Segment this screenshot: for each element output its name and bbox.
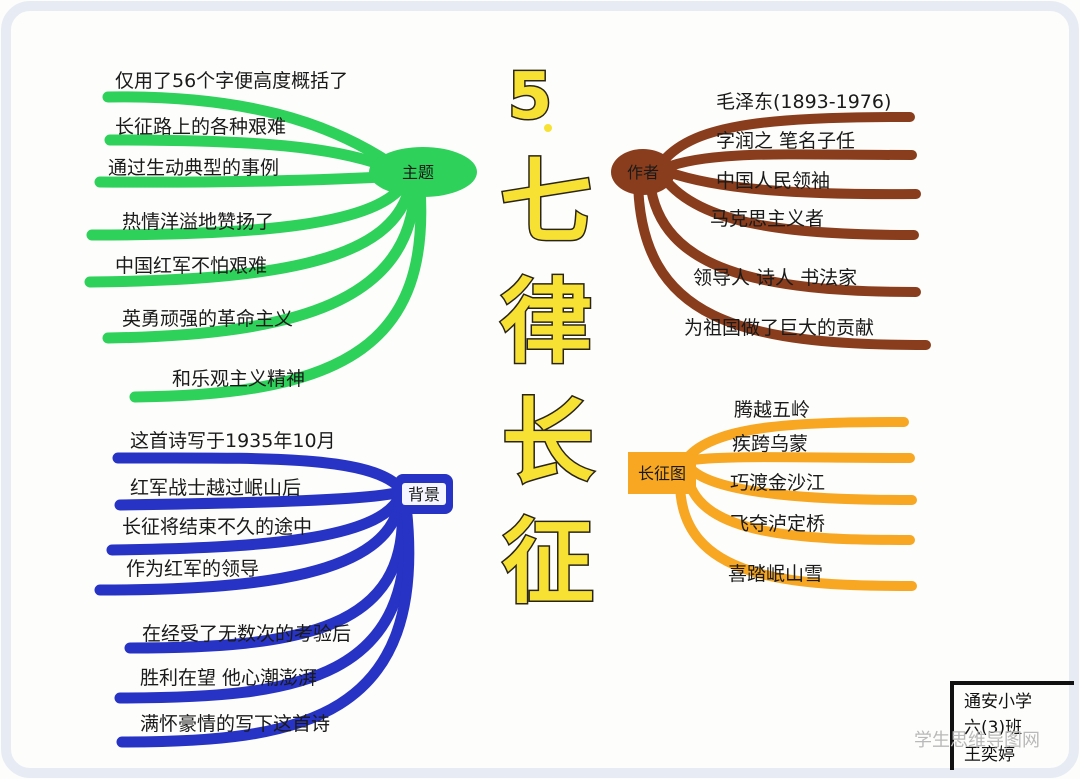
route-item-5: 喜踏岷山雪 (728, 563, 823, 585)
route-line-4 (683, 473, 915, 545)
author-item-2: 字润之 笔名子任 (716, 130, 855, 152)
author-item-1: 毛泽东(1893-1976) (716, 91, 891, 113)
theme-node-label: 主题 (402, 163, 434, 182)
branch-author: 作者 毛泽东(1893-1976) 字润之 笔名子任 中国人民领袖 马克思主义者… (611, 91, 931, 350)
theme-lines (84, 91, 427, 403)
theme-line-4 (86, 176, 411, 241)
route-node (628, 452, 696, 494)
route-node-label: 长征图 (638, 464, 686, 483)
title-char-3: 长 (502, 389, 594, 496)
route-items: 腾越五岭 疾跨乌蒙 巧渡金沙江 飞夺泸定桥 喜踏岷山雪 (728, 399, 825, 585)
author-line-6 (633, 175, 931, 350)
theme-line-6 (102, 182, 421, 344)
background-item-4: 作为红军的领导 (126, 558, 259, 580)
branch-theme: 主题 仅用了56个字便高度概括了 长征路上的各种艰难 通过生动典型的事例 热情洋… (84, 70, 477, 403)
title-char-2: 律 (500, 269, 592, 376)
background-line-2 (114, 486, 406, 511)
signature-box: 通安小学 六(3)班 王奕婷 (950, 681, 1074, 770)
route-line-1 (685, 417, 909, 460)
background-line-5 (124, 499, 408, 654)
background-lines (94, 452, 415, 748)
theme-node (369, 147, 477, 197)
background-item-5: 在经受了无数次的考验后 (142, 623, 351, 645)
author-item-3: 中国人民领袖 (716, 170, 830, 192)
route-line-3 (687, 465, 917, 505)
background-item-1: 这首诗写于1935年10月 (130, 430, 336, 452)
theme-item-4: 热情洋溢地赞扬了 (122, 211, 274, 233)
author-item-6: 为祖国做了巨大的贡献 (684, 317, 874, 339)
branch-route: 长征图 腾越五岭 疾跨乌蒙 巧渡金沙江 飞夺泸定桥 喜踏岷山雪 (628, 399, 917, 591)
author-items: 毛泽东(1893-1976) 字润之 笔名子任 中国人民领袖 马克思主义者 领导… (684, 91, 891, 339)
author-line-1 (655, 112, 915, 170)
title-dot (544, 124, 552, 132)
theme-item-2: 长征路上的各种艰难 (115, 116, 286, 138)
background-item-7: 满怀豪情的写下这首诗 (140, 713, 330, 735)
route-item-4: 飞夺泸定桥 (730, 513, 825, 535)
theme-items: 仅用了56个字便高度概括了 长征路上的各种艰难 通过生动典型的事例 热情洋溢地赞… (108, 70, 348, 390)
signature-frame (950, 681, 1074, 770)
author-item-4: 马克思主义者 (710, 208, 824, 230)
central-title: 5 七 律 长 征 (498, 59, 595, 618)
author-line-2 (660, 149, 917, 173)
author-line-3 (663, 167, 921, 200)
background-line-4 (94, 494, 406, 596)
route-line-5 (675, 477, 917, 591)
theme-line-7 (129, 182, 427, 403)
theme-line-1 (102, 91, 406, 176)
theme-item-7: 和乐观主义精神 (172, 368, 305, 390)
background-item-3: 长征将结束不久的途中 (122, 516, 312, 538)
background-node-inner (402, 483, 446, 505)
background-items: 这首诗写于1935年10月 红军战士越过岷山后 长征将结束不久的途中 作为红军的… (122, 430, 351, 735)
class-name: 六(3)班 (964, 718, 1022, 738)
author-item-5: 领导人 诗人 书法家 (693, 267, 857, 289)
author-line-4 (659, 173, 919, 240)
student-name: 王奕婷 (964, 745, 1015, 765)
title-char-4: 征 (502, 509, 594, 616)
title-number: 5 (508, 60, 553, 134)
theme-item-6: 英勇顽强的革命主义 (122, 308, 293, 330)
route-item-2: 疾跨乌蒙 (732, 433, 808, 455)
background-line-3 (106, 490, 406, 556)
school-name: 通安小学 (964, 692, 1032, 712)
theme-item-3: 通过生动典型的事例 (108, 157, 279, 179)
theme-item-1: 仅用了56个字便高度概括了 (115, 70, 348, 92)
background-node-label: 背景 (408, 485, 440, 504)
branch-background: 背景 这首诗写于1935年10月 红军战士越过岷山后 长征将结束不久的途中 作为… (94, 430, 453, 748)
author-line-5 (645, 177, 921, 297)
theme-line-5 (84, 179, 416, 288)
route-lines (675, 417, 917, 591)
background-line-7 (116, 499, 415, 748)
route-item-1: 腾越五岭 (734, 399, 810, 421)
theme-item-5: 中国红军不怕艰难 (115, 255, 267, 277)
author-node (611, 149, 675, 195)
author-node-label: 作者 (627, 163, 659, 182)
author-lines (633, 112, 931, 350)
background-item-2: 红军战士越过岷山后 (130, 477, 301, 499)
background-line-1 (112, 452, 406, 494)
route-item-3: 巧渡金沙江 (730, 472, 825, 494)
background-item-6: 胜利在望 他心潮澎湃 (140, 667, 317, 689)
title-char-1: 七 (500, 149, 592, 256)
watermark: 学生思维导图网 (914, 730, 1040, 751)
route-line-2 (687, 452, 915, 465)
